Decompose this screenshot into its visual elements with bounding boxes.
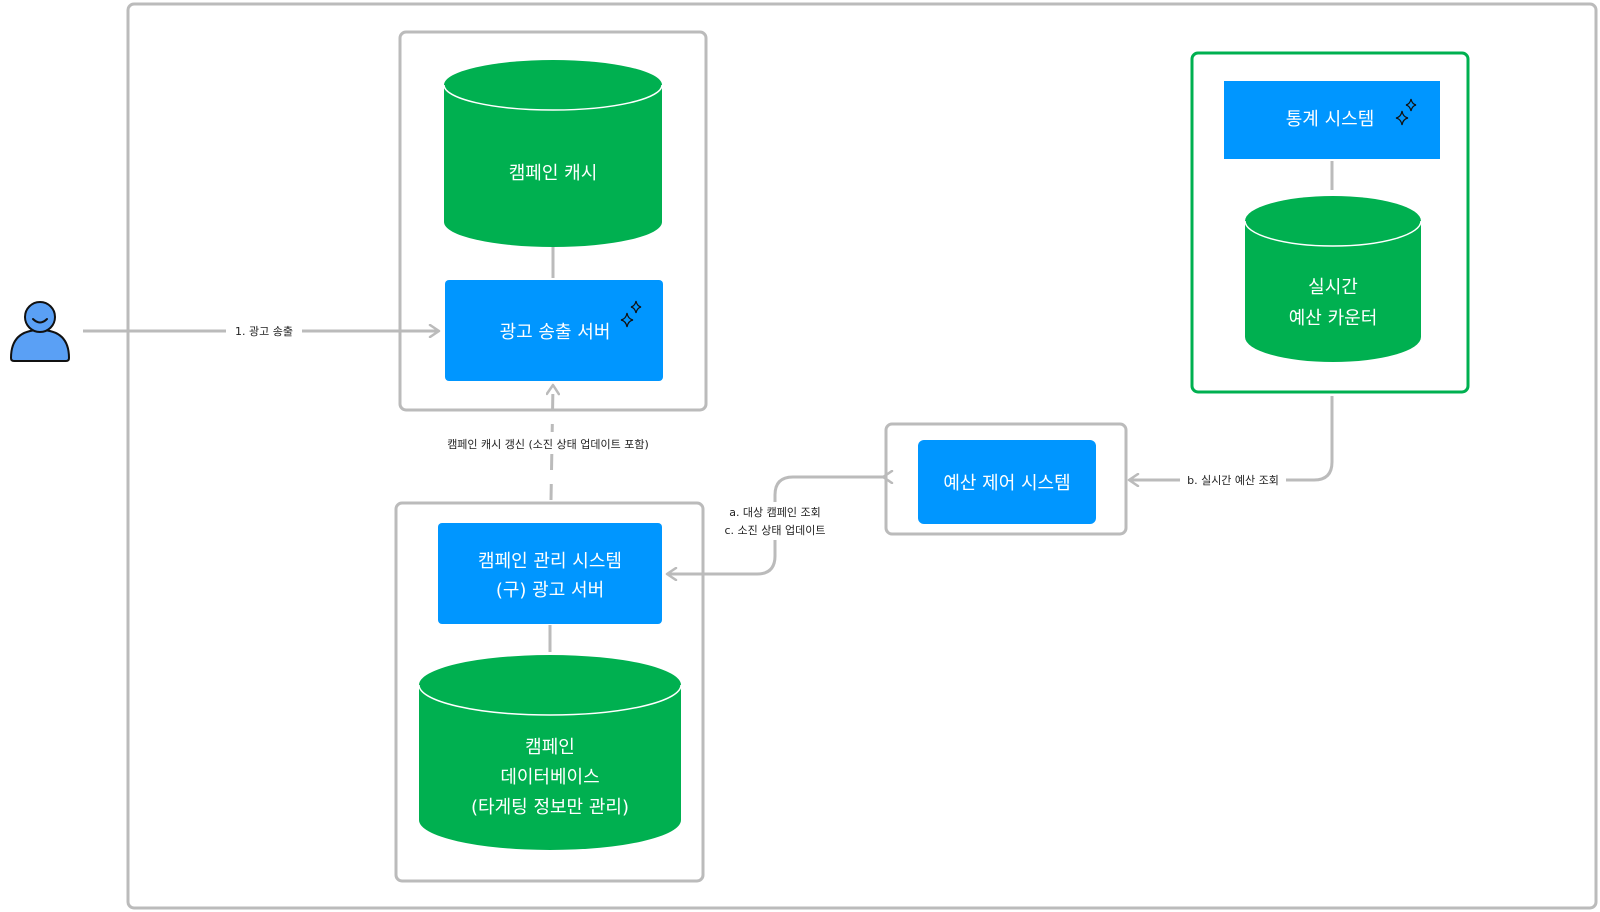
- budget-control-box: 예산 제어 시스템: [918, 440, 1096, 524]
- campaign-db-label-1: 캠페인: [525, 737, 575, 758]
- stats-system-label: 통계 시스템: [1286, 109, 1375, 130]
- ad-server-label: 광고 송출 서버: [500, 322, 611, 343]
- cache-refresh-label: 캠페인 캐시 갱신 (소진 상태 업데이트 포함): [447, 438, 649, 451]
- stats-system-box: 통계 시스템: [1224, 81, 1440, 159]
- realtime-budget-counter-cylinder: 실시간 예산 카운터: [1244, 196, 1422, 362]
- ad-server-box: 광고 송출 서버: [445, 280, 663, 381]
- sparkle-icon: [620, 300, 642, 328]
- budget-query-arrow: [1129, 396, 1334, 480]
- campaign-mgmt-box: 캠페인 관리 시스템 (구) 광고 서버: [438, 523, 662, 624]
- realtime-budget-counter-label-2: 예산 카운터: [1289, 308, 1378, 329]
- stats-group: [1190, 51, 1470, 394]
- campaign-db-label-3: (타게팅 정보만 관리): [471, 797, 629, 818]
- campaign-cache-cylinder: 캠페인 캐시: [443, 60, 663, 247]
- system-boundary: [126, 2, 1598, 910]
- campaign-query-label-a: a. 대상 캠페인 조회: [729, 506, 821, 519]
- campaign-db-cylinder: 캠페인 데이터베이스 (타게팅 정보만 관리): [418, 655, 682, 850]
- budget-control-label: 예산 제어 시스템: [943, 473, 1070, 494]
- ad-delivery-label: 1. 광고 송출: [235, 325, 293, 338]
- cache-refresh-arrow: [551, 385, 553, 501]
- realtime-budget-counter-label-1: 실시간: [1308, 277, 1358, 298]
- campaign-mgmt-label-2: (구) 광고 서버: [496, 580, 604, 601]
- budget-query-label: b. 실시간 예산 조회: [1187, 474, 1279, 487]
- campaign-mgmt-group: [394, 501, 705, 883]
- campaign-mgmt-label-1: 캠페인 관리 시스템: [478, 551, 622, 572]
- campaign-query-label-c: c. 소진 상태 업데이트: [725, 524, 826, 537]
- campaign-db-label-2: 데이터베이스: [500, 767, 599, 788]
- person-icon: [9, 301, 71, 362]
- campaign-cache-label: 캠페인 캐시: [509, 163, 598, 184]
- sparkle-icon: [1395, 98, 1417, 126]
